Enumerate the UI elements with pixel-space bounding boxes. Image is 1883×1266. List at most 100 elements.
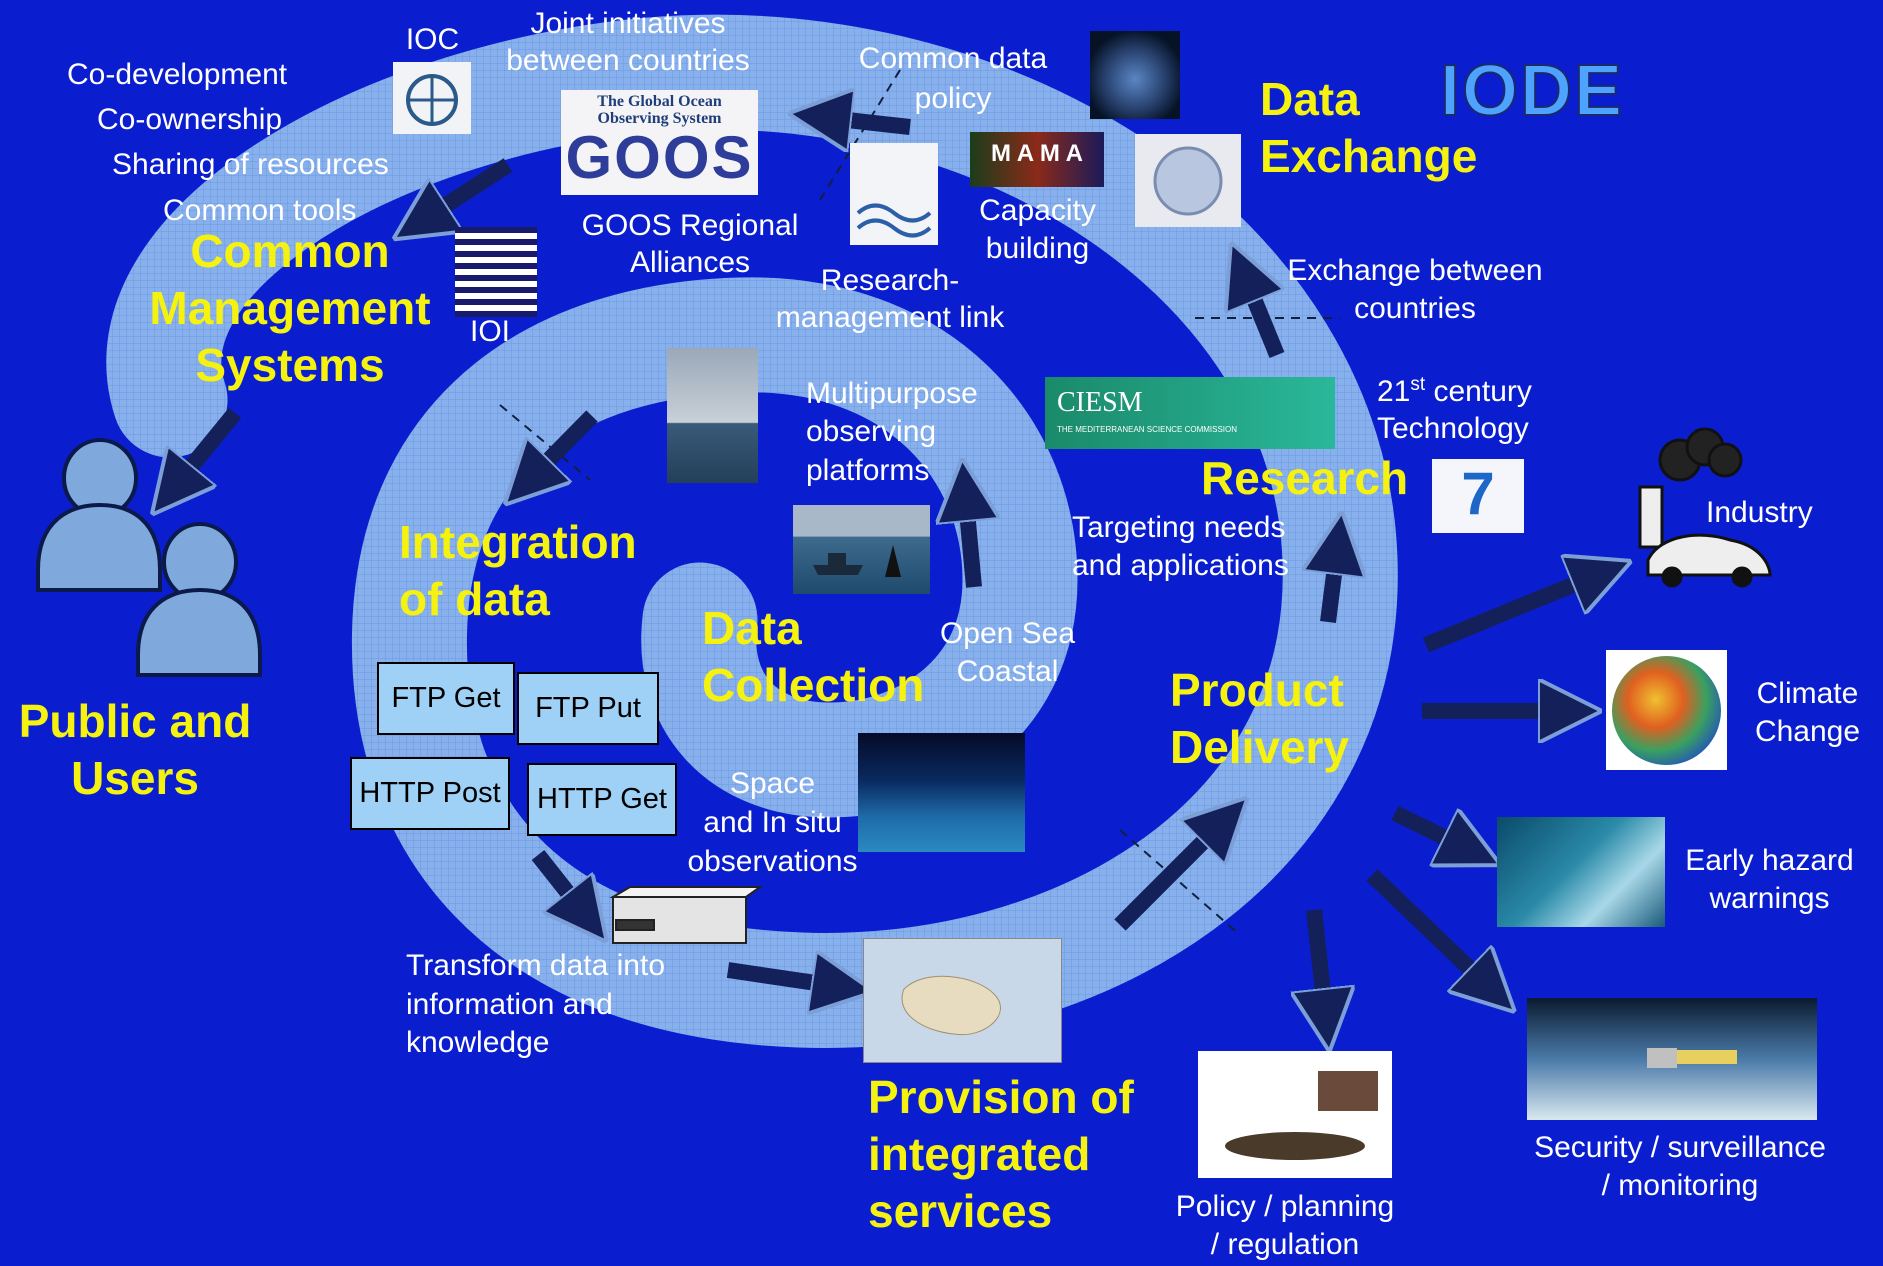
public-users-title-2: Users xyxy=(71,752,199,804)
transform-label-2: information and xyxy=(406,988,613,1021)
space-insitu-label-1: Space xyxy=(729,767,816,800)
fp7-logo-text: 7 xyxy=(1461,460,1495,527)
century-technology-label-2: Technology xyxy=(1377,412,1529,445)
medgoos-logo xyxy=(1135,134,1241,227)
multipurpose-label-2: observing xyxy=(806,415,937,448)
climate-change-label-2: Change xyxy=(1754,715,1861,748)
arrow-common-tools xyxy=(420,158,513,222)
meeting-image xyxy=(1198,1051,1392,1178)
flow-arrows xyxy=(172,117,1602,1020)
ciesm-logo: CIESM THE MEDITERRANEAN SCIENCE COMMISSI… xyxy=(1045,377,1335,449)
common-mgmt-title-2: Management xyxy=(149,282,431,334)
goos-logo-word: GOOS xyxy=(565,124,754,191)
targeting-label-2: and applications xyxy=(1072,549,1289,582)
arrow-data-exchange xyxy=(1243,272,1277,359)
early-hazard-label-2: warnings xyxy=(1709,882,1830,915)
co-development-label: Co-development xyxy=(67,58,288,91)
common-data-policy-label-1: Common data xyxy=(858,42,1048,75)
open-sea-label-1: Open Sea xyxy=(939,617,1076,650)
product-delivery-title-1: Product xyxy=(1170,664,1344,716)
space-insitu-label-3: observations xyxy=(687,845,858,878)
arrow-server xyxy=(531,850,587,917)
joint-initiatives-label-1: Joint initiatives xyxy=(530,7,726,40)
research-title: Research xyxy=(1201,452,1409,504)
research-logo xyxy=(850,143,938,245)
integration-title-2: of data xyxy=(399,573,550,625)
exchange-between-label-2: countries xyxy=(1354,292,1476,325)
car-icon xyxy=(1646,533,1772,588)
wave-icon xyxy=(856,203,932,238)
policy-label-1: Policy / planning xyxy=(1175,1190,1395,1223)
satellite-image xyxy=(1527,998,1817,1120)
arrow-provision xyxy=(726,970,843,987)
targeting-label-1: Targeting needs xyxy=(1072,511,1286,544)
common-data-policy-label-2: policy xyxy=(914,82,992,115)
common-mgmt-title-1: Common xyxy=(190,225,390,277)
ioc-logo xyxy=(393,62,471,134)
wave-image xyxy=(1497,817,1665,927)
data-exchange-title-1: Data xyxy=(1260,73,1360,125)
multipurpose-label-1: Multipurpose xyxy=(806,377,978,410)
ciesm-logo-sub: THE MEDITERRANEAN SCIENCE COMMISSION xyxy=(1057,425,1238,434)
climate-globe-image xyxy=(1606,650,1727,770)
ioi-logo xyxy=(455,227,537,317)
arrow-policy xyxy=(1314,909,1326,1020)
century-word: century xyxy=(1425,375,1532,408)
factory-icon xyxy=(1638,427,1743,549)
goos-logo: The Global Ocean Observing System GOOS xyxy=(561,90,758,195)
ftp-get-label: FTP Get xyxy=(391,682,501,714)
goos-regional-label-2: Alliances xyxy=(629,246,751,279)
century-superscript: st xyxy=(1410,374,1426,395)
iode-logo: IODE xyxy=(1439,50,1625,132)
http-post-box: HTTP Post xyxy=(350,757,510,830)
century-number: 21 xyxy=(1377,375,1411,408)
server-icon xyxy=(609,886,764,944)
industry-label: Industry xyxy=(1706,496,1813,529)
multipurpose-label-3: platforms xyxy=(806,454,930,487)
ftp-put-label: FTP Put xyxy=(535,692,641,724)
policy-label-2: / regulation xyxy=(1210,1228,1360,1261)
arrow-security xyxy=(1366,869,1492,990)
globe-icon xyxy=(1153,146,1223,216)
provision-title-3: services xyxy=(868,1185,1053,1237)
http-get-label: HTTP Get xyxy=(537,783,667,815)
satellite-icon xyxy=(1647,1048,1737,1068)
capacity-building-label-1: Capacity xyxy=(979,194,1096,227)
common-tools-label: Common tools xyxy=(163,194,357,227)
mama-logo-text: M A M A xyxy=(991,140,1083,167)
map-icon xyxy=(901,975,1001,1036)
arrow-hazard xyxy=(1391,805,1472,851)
sharing-resources-label: Sharing of resources xyxy=(112,148,389,181)
data-collection-title-2: Collection xyxy=(702,659,925,711)
ftp-put-box: FTP Put xyxy=(517,672,659,745)
arrow-product xyxy=(1114,820,1225,931)
goos-logo-heading-2: Observing System xyxy=(597,110,722,127)
arrow-multipurpose xyxy=(965,490,974,588)
security-label-2: / monitoring xyxy=(1601,1169,1759,1202)
research-mgmt-label-2: management link xyxy=(775,301,1005,334)
provision-title-2: integrated xyxy=(868,1128,1091,1180)
map-screenshot xyxy=(863,938,1062,1063)
platform-photo xyxy=(667,348,758,483)
arrow-users xyxy=(172,407,242,490)
ioi-label: IOI xyxy=(469,315,510,348)
arrow-research xyxy=(1328,543,1338,624)
capacity-building-label-2: building xyxy=(985,232,1090,265)
goos-logo-heading-1: The Global Ocean xyxy=(597,93,722,110)
transform-label-3: knowledge xyxy=(406,1026,550,1059)
person-icon xyxy=(36,438,262,677)
joint-initiatives-label-2: between countries xyxy=(506,44,750,77)
satellite-observation-image xyxy=(858,733,1025,852)
provision-title-1: Provision of xyxy=(868,1071,1134,1123)
century-technology-label-1: 21st century xyxy=(1377,373,1532,411)
ftp-get-box: FTP Get xyxy=(377,662,515,735)
ciesm-logo-text: CIESM xyxy=(1057,387,1143,418)
http-get-box: HTTP Get xyxy=(527,763,677,836)
meeting-icon xyxy=(1225,1071,1378,1160)
globe-icon xyxy=(406,74,458,126)
integration-title-1: Integration xyxy=(399,516,637,568)
security-label-1: Security / surveillance xyxy=(1534,1131,1826,1164)
arrow-industry xyxy=(1422,573,1602,653)
